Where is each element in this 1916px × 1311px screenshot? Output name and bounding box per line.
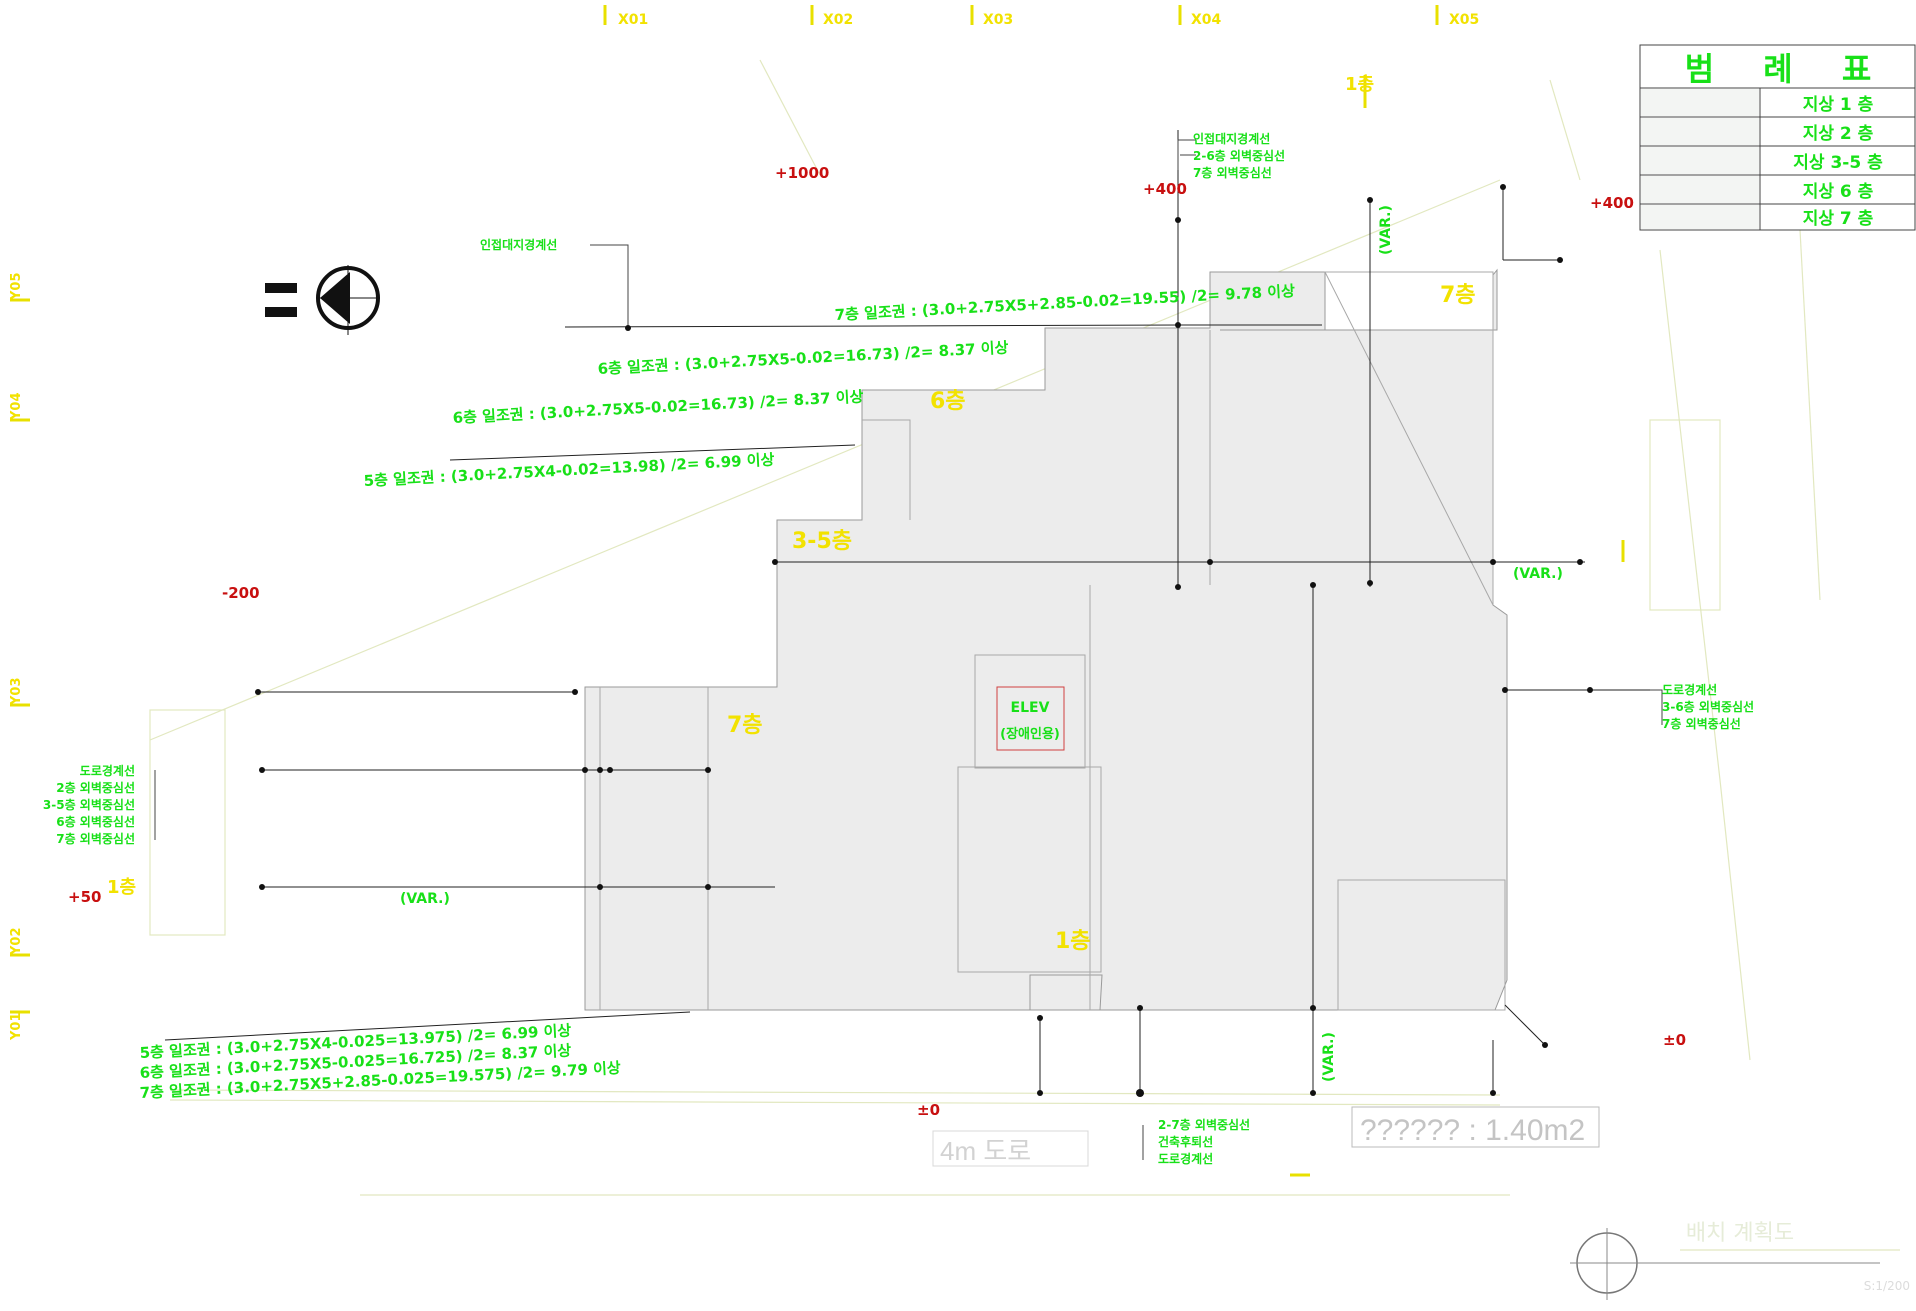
note-top-right-3: 7층 외벽중심선 — [1193, 165, 1272, 180]
note-right-2: 3-6층 외벽중심선 — [1662, 699, 1754, 714]
grid-labels: X01 X02 X03 X04 X05 Y05 Y04 Y03 Y02 Y01 — [9, 12, 1479, 1041]
road-text: 4m 도로 — [940, 1136, 1031, 1166]
north-arrow — [265, 265, 380, 335]
title-block-scale: S:1/200 — [1864, 1279, 1910, 1293]
zone-3-5: 3-5층 — [792, 529, 852, 554]
var-label-1: (VAR.) — [1378, 205, 1394, 255]
level-top-left: +1000 — [775, 164, 829, 182]
grid-label-y01: Y01 — [9, 1012, 24, 1041]
area-box: ?????? : 1.40m2 — [1351, 1106, 1600, 1148]
zone-north-left: 1층 — [107, 877, 136, 898]
elev-sub: (장애인용) — [1000, 726, 1060, 742]
setback-5-mid: 5층 일조권 : (3.0+2.75X4-0.02=13.98) /2= 6.9… — [363, 450, 775, 490]
road-box: 4m 도로 — [932, 1130, 1089, 1167]
note-left-3: 3-5층 외벽중심선 — [43, 797, 135, 812]
building-footprint — [584, 268, 1508, 1011]
note-top-right-2: 2-6층 외벽중심선 — [1193, 148, 1285, 163]
legend-row-5: 지상 7 층 — [1803, 209, 1874, 229]
title-block-name: 배치 계획도 — [1686, 1221, 1794, 1246]
level-bottom-right: ±0 — [1663, 1031, 1686, 1049]
grid-label-y02: Y02 — [9, 927, 24, 956]
legend-swatch-2 — [1641, 118, 1759, 145]
legend-swatch-4 — [1641, 176, 1759, 203]
zone-7-right: 7층 — [1440, 283, 1476, 308]
note-bottom-3: 도로경계선 — [1158, 1151, 1213, 1166]
grid-label-x04: X04 — [1191, 12, 1222, 28]
annotation-notes: 인접대지경계선 2-6층 외벽중심선 7층 외벽중심선 인접대지경계선 도로경계… — [43, 131, 1754, 1166]
var-label-4: (VAR.) — [1321, 1032, 1337, 1082]
setback-6-top: 6층 일조권 : (3.0+2.75X5-0.02=16.73) /2= 8.3… — [597, 338, 1009, 378]
zone-1: 1층 — [1055, 929, 1091, 954]
legend-row-3: 지상 3-5 층 — [1793, 153, 1883, 173]
var-labels: (VAR.) (VAR.) (VAR.) (VAR.) — [400, 205, 1563, 1082]
grid-label-y05: Y05 — [9, 272, 24, 301]
legend-swatch-5 — [1641, 205, 1759, 229]
zone-north-top: 1층 — [1345, 74, 1374, 95]
note-top-left: 인접대지경계선 — [480, 237, 557, 252]
legend-row-1: 지상 1 층 — [1803, 95, 1874, 115]
note-left-4: 6층 외벽중심선 — [56, 814, 135, 829]
var-label-2: (VAR.) — [1513, 566, 1563, 582]
level-left: -200 — [222, 584, 260, 602]
legend-row-4: 지상 6 층 — [1803, 182, 1874, 202]
level-top-mid: +400 — [1143, 180, 1187, 198]
dimension-dots — [255, 184, 1593, 1097]
note-right-3: 7층 외벽중심선 — [1662, 716, 1741, 731]
legend-swatch-3 — [1641, 147, 1759, 174]
area-text: ?????? : 1.40m2 — [1360, 1114, 1585, 1147]
zone-6: 6층 — [930, 389, 966, 414]
dimension-lines — [10, 5, 1663, 1177]
legend-title: 범 례 표 — [1685, 50, 1872, 88]
note-left-1: 도로경계선 — [80, 763, 135, 778]
note-bottom-1: 2-7층 외벽중심선 — [1158, 1117, 1250, 1132]
elevator: ELEV (장애인용) — [1000, 700, 1060, 742]
legend-swatch-1 — [1641, 89, 1759, 116]
grid-label-x05: X05 — [1449, 12, 1479, 28]
note-left-2: 2층 외벽중심선 — [56, 780, 135, 795]
note-right-1: 도로경계선 — [1662, 682, 1717, 697]
grid-label-y04: Y04 — [9, 392, 24, 421]
note-bottom-2: 건축후퇴선 — [1158, 1134, 1213, 1149]
note-left-5: 7층 외벽중심선 — [56, 831, 135, 846]
grid-label-x01: X01 — [618, 12, 648, 28]
level-top-right: +400 — [1590, 194, 1634, 212]
level-marks: +1000 +400 +400 -200 +50 ±0 ±0 — [68, 164, 1686, 1119]
level-bottom: ±0 — [917, 1101, 940, 1119]
grid-label-y03: Y03 — [9, 677, 24, 706]
setback-6-mid: 6층 일조권 : (3.0+2.75X5-0.02=16.73) /2= 8.3… — [452, 387, 864, 427]
legend-row-2: 지상 2 층 — [1803, 124, 1874, 144]
title-block: 배치 계획도 S:1/200 — [1570, 1221, 1910, 1300]
zone-labels: 7층 6층 3-5층 7층 1층 1층 1층 — [107, 74, 1476, 954]
var-label-3: (VAR.) — [400, 891, 450, 907]
grid-label-x02: X02 — [823, 12, 853, 28]
legend-table: 범 례 표 지상 1 층 지상 2 층 지상 3-5 층 지상 6 층 지상 7… — [1639, 44, 1916, 231]
elev-label: ELEV — [1011, 700, 1050, 716]
note-top-right-1: 인접대지경계선 — [1193, 131, 1270, 146]
grid-label-x03: X03 — [983, 12, 1013, 28]
level-left-low: +50 — [68, 888, 101, 906]
zone-7-left: 7층 — [727, 713, 763, 738]
